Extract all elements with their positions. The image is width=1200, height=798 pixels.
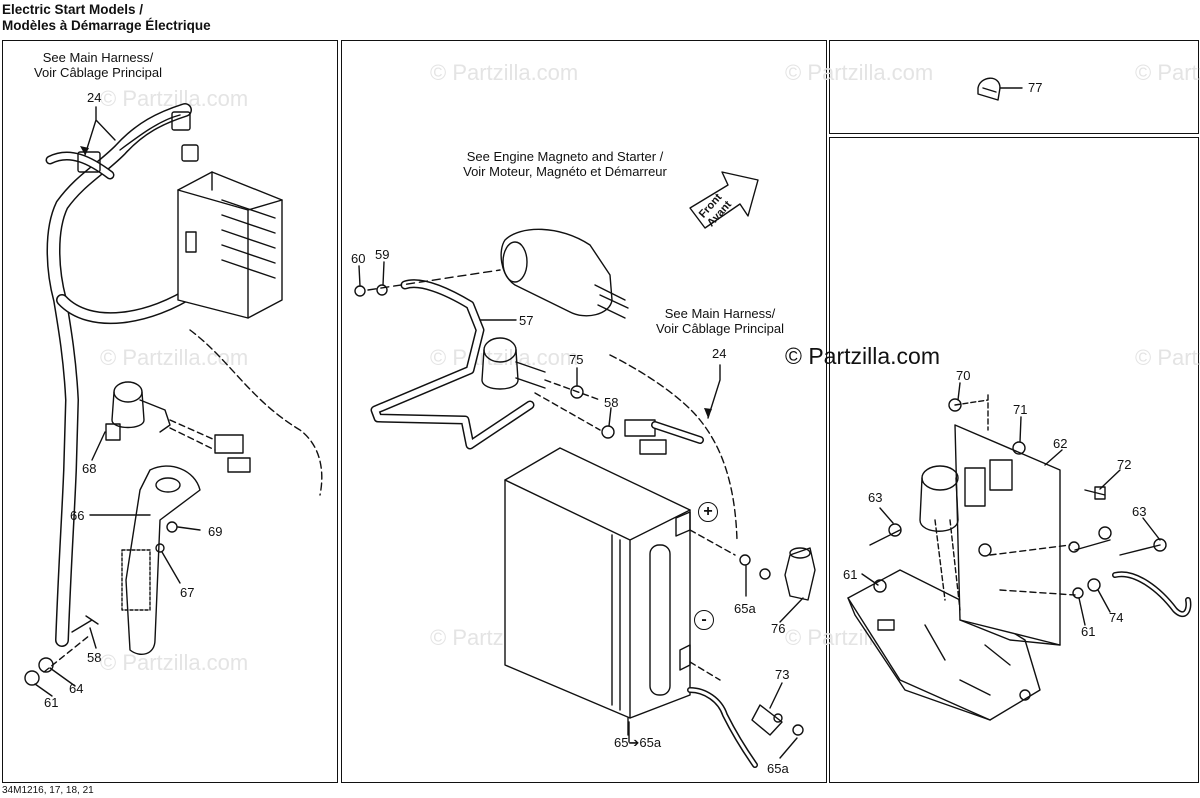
callout-63-left: 63: [868, 490, 883, 505]
note-line: Voir Câblage Principal: [656, 321, 784, 336]
callout-75: 75: [569, 352, 584, 367]
callout-24-center: 24: [712, 346, 727, 361]
watermark: © Partzilla.com: [785, 60, 934, 85]
callout-61-right-a: 61: [843, 567, 858, 582]
callout-68: 68: [82, 461, 97, 476]
watermark: © Partzilla.com: [785, 625, 934, 650]
note-line: See Engine Magneto and Starter /: [466, 149, 664, 164]
callout-61-left: 61: [44, 695, 59, 710]
callout-73: 73: [775, 667, 790, 682]
callout-59: 59: [375, 247, 390, 262]
callout-65-to-65a: 65➔65a: [614, 735, 662, 750]
callout-69: 69: [208, 524, 223, 539]
callout-58-center: 58: [604, 395, 619, 410]
callout-58-left: 58: [87, 650, 102, 665]
watermark: © Partzilla.com: [100, 345, 249, 370]
note-line: See Main Harness/: [42, 50, 154, 65]
callout-57: 57: [519, 313, 534, 328]
watermark: © Partzilla.com: [430, 345, 579, 370]
diagram-title: Electric Start Models / Modèles à Démarr…: [2, 2, 211, 34]
negative-terminal-sign: -: [694, 610, 714, 630]
watermark: © Partzilla.com: [1135, 345, 1200, 370]
note-main-harness-left: See Main Harness/ Voir Câblage Principal: [18, 50, 178, 80]
callout-74: 74: [1109, 610, 1124, 625]
note-line: Voir Moteur, Magnéto et Démarreur: [463, 164, 667, 179]
callout-77: 77: [1028, 80, 1043, 95]
title-line-2: Modèles à Démarrage Électrique: [2, 18, 211, 33]
callout-72: 72: [1117, 457, 1132, 472]
callout-76: 76: [771, 621, 786, 636]
note-line: See Main Harness/: [664, 306, 776, 321]
watermark: © Partzilla.com: [100, 650, 249, 675]
callout-24-left: 24: [87, 90, 102, 105]
callout-64: 64: [69, 681, 84, 696]
callout-62: 62: [1053, 436, 1068, 451]
callout-60: 60: [351, 251, 366, 266]
watermark: © Partzilla.com: [430, 625, 579, 650]
callout-65a-lower: 65a: [767, 761, 789, 776]
note-main-harness-center: See Main Harness/ Voir Câblage Principal: [640, 306, 800, 336]
callout-67: 67: [180, 585, 195, 600]
callout-70: 70: [956, 368, 971, 383]
callout-71: 71: [1013, 402, 1028, 417]
title-line-1: Electric Start Models /: [2, 2, 144, 17]
watermark: © Partzilla.com: [430, 60, 579, 85]
diagram-code: 34M1216, 17, 18, 21: [2, 785, 94, 796]
positive-terminal-sign: +: [698, 502, 718, 522]
note-line: Voir Câblage Principal: [34, 65, 162, 80]
watermark: © Partzilla.com: [1135, 60, 1200, 85]
panel-right: [829, 137, 1199, 783]
note-engine-starter: See Engine Magneto and Starter / Voir Mo…: [440, 149, 690, 179]
partzilla-brand: © Partzilla.com: [785, 343, 940, 369]
callout-66: 66: [70, 508, 85, 523]
watermark: © Partzilla.com: [100, 86, 249, 111]
callout-63-right: 63: [1132, 504, 1147, 519]
callout-65a-upper: 65a: [734, 601, 756, 616]
callout-61-right-b: 61: [1081, 624, 1096, 639]
panel-top-right: [829, 40, 1199, 134]
